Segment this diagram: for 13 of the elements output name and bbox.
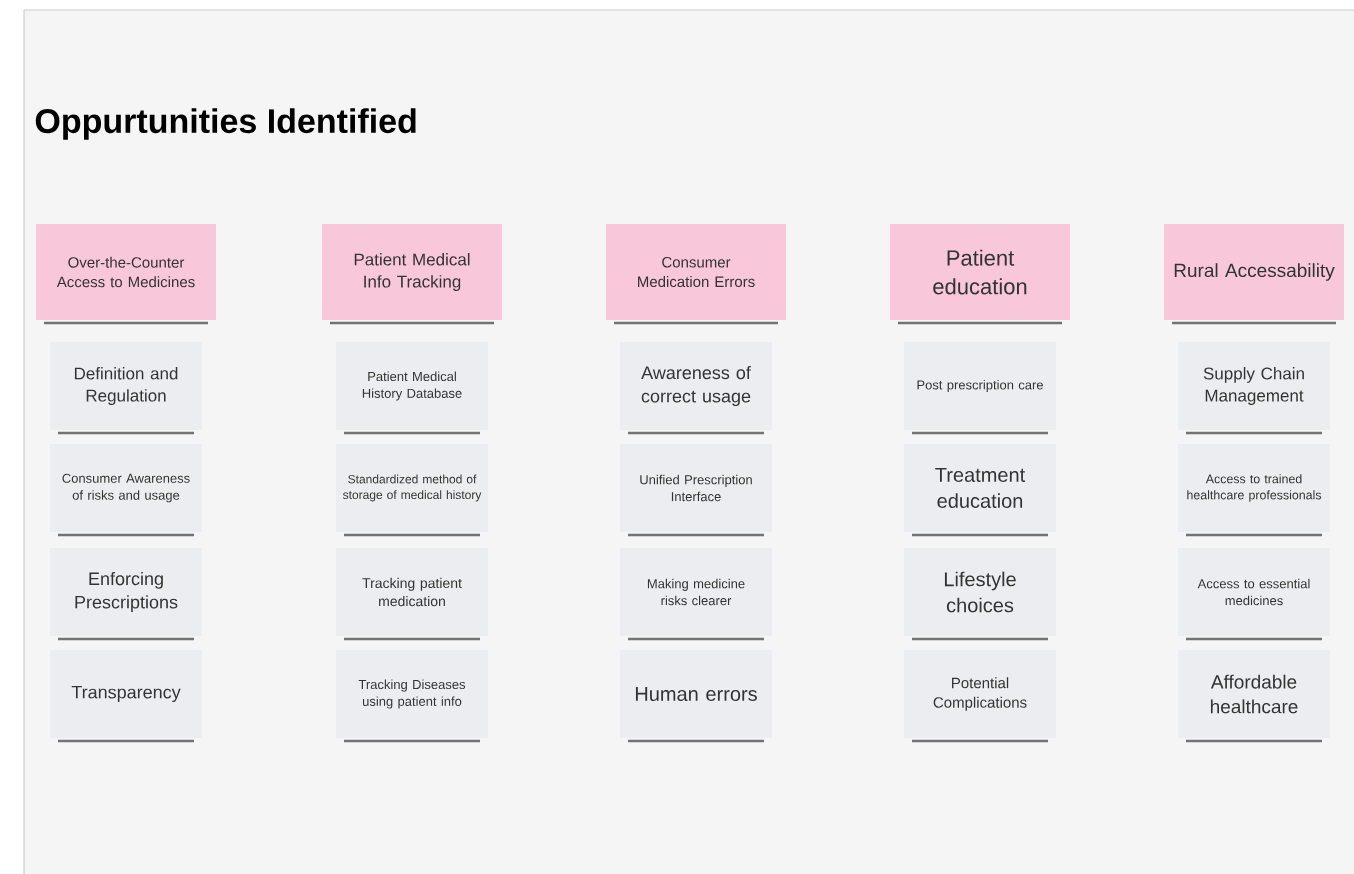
sticky-note: Transparency	[50, 650, 202, 743]
sticky-note: Enforcing Prescriptions	[50, 548, 202, 641]
sticky-note: Human errors	[620, 650, 772, 743]
header-sticky-note: Patient education	[890, 224, 1070, 325]
header-sticky-note: Patient Medical Info Tracking	[322, 224, 502, 325]
sticky-note: Awareness of correct usage	[620, 342, 772, 435]
header-sticky-note: Rural Accessability	[1164, 224, 1344, 325]
sticky-note: Supply Chain Management	[1178, 342, 1330, 435]
sticky-note: Affordable healthcare	[1178, 650, 1330, 743]
sticky-note: Definition and Regulation	[50, 342, 202, 435]
title: Oppurtunities Identified	[35, 108, 416, 140]
sticky-note: Treatment education	[904, 444, 1056, 537]
sticky-note: Lifestyle choices	[904, 548, 1056, 641]
